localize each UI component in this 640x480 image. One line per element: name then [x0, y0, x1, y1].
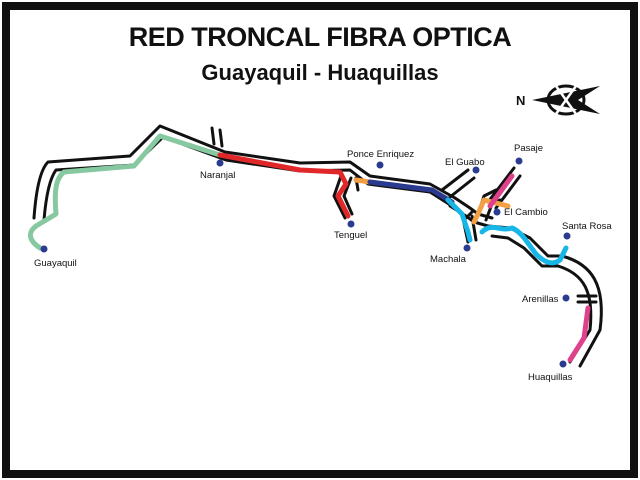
map-title: RED TRONCAL FIBRA OPTICA	[128, 22, 512, 52]
road-junction-outer	[453, 196, 494, 220]
marker-el-guabo	[472, 166, 480, 174]
fiber-segments	[28, 133, 591, 363]
fiber-magenta-segment-2	[567, 305, 591, 363]
road-tenguel-outer	[332, 174, 347, 220]
marker-machala	[463, 244, 471, 252]
road-tenguel-inner	[342, 176, 354, 216]
label-machala: Machala	[430, 254, 467, 265]
label-el-cambio: El Cambio	[504, 207, 548, 218]
compass-north-label: N	[516, 93, 525, 108]
marker-ponce-enriquez	[376, 161, 384, 169]
marker-huaquillas	[559, 360, 567, 368]
road-tick-5	[464, 210, 474, 220]
road-huaquillas-outer	[560, 254, 603, 368]
label-guayaquil: Guayaquil	[34, 258, 77, 269]
marker-tenguel	[347, 220, 355, 228]
road-tick-1	[210, 126, 216, 146]
label-arenillas: Arenillas	[522, 294, 559, 305]
fiber-green-segment	[28, 133, 223, 251]
road-elguabo-inner	[448, 176, 476, 199]
fiber-navy-segment	[367, 179, 455, 205]
road-pasaje-outer	[486, 166, 516, 204]
highway-main-outer	[32, 124, 457, 220]
label-el-guabo: El Guabo	[445, 157, 485, 168]
map-subtitle: Guayaquil - Huaquillas	[201, 60, 439, 85]
place-markers	[40, 157, 571, 368]
fiber-magenta-segment-1	[487, 173, 515, 209]
place-labels: Guayaquil Naranjal Tenguel Ponce Enrique…	[34, 143, 612, 383]
label-naranjal: Naranjal	[200, 170, 235, 181]
road-huaquillas-inner	[556, 264, 593, 364]
highway-main-inner	[42, 135, 454, 222]
marker-pasaje	[515, 157, 523, 165]
fiber-orange-segment-2	[471, 197, 511, 225]
fiber-cyan-segment-2	[479, 224, 569, 266]
marker-naranjal	[216, 159, 224, 167]
road-elguabo-outer	[440, 168, 470, 192]
label-santa-rosa: Santa Rosa	[562, 221, 612, 232]
fiber-red-segment	[217, 152, 351, 219]
marker-santa-rosa	[563, 232, 571, 240]
label-tenguel: Tenguel	[334, 230, 367, 241]
road-south-inner	[490, 234, 560, 268]
compass-icon: N	[516, 84, 600, 116]
label-ponce-enriquez: Ponce Enriquez	[347, 149, 414, 160]
fiber-cyan-segment-1	[445, 197, 473, 243]
marker-arenillas	[562, 294, 570, 302]
road-tick-2	[218, 128, 224, 148]
marker-el-cambio	[493, 208, 501, 216]
label-pasaje: Pasaje	[514, 143, 543, 154]
label-huaquillas: Huaquillas	[528, 372, 573, 383]
marker-guayaquil	[40, 245, 48, 253]
